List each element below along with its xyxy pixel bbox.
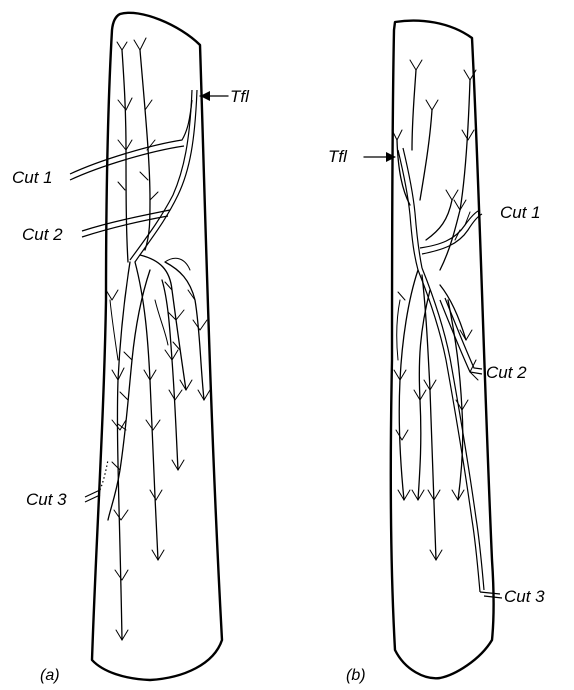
- panel-b: Tfl Cut 1 Cut 2 Cut 3 (b): [328, 21, 545, 684]
- panel-label-b: (b): [346, 667, 366, 684]
- flap-outline-b: [391, 21, 494, 679]
- cut2-label-b: Cut 2: [486, 363, 527, 382]
- panel-a: Tfl Cut 1 Cut 2 Cut 3 (a): [12, 13, 250, 684]
- cut3-vessel-b: [418, 270, 480, 592]
- tfl-label-b: Tfl: [328, 147, 348, 166]
- cut2-label-a: Cut 2: [22, 225, 63, 244]
- cut3-label-b: Cut 3: [504, 587, 545, 606]
- flap-outline-a: [92, 13, 222, 680]
- cut1-label-a: Cut 1: [12, 168, 53, 187]
- vessel-tree-b: [392, 60, 478, 560]
- tfl-label-a: Tfl: [230, 87, 250, 106]
- cut3-label-a: Cut 3: [26, 490, 67, 509]
- pedicle-main-b: [398, 150, 410, 215]
- panel-label-a: (a): [40, 667, 60, 684]
- cut1-vessel-a: [70, 100, 192, 174]
- cut1-vessel-b: [420, 210, 480, 248]
- main-trunk-b: [410, 215, 418, 270]
- cut1-label-b: Cut 1: [500, 203, 541, 222]
